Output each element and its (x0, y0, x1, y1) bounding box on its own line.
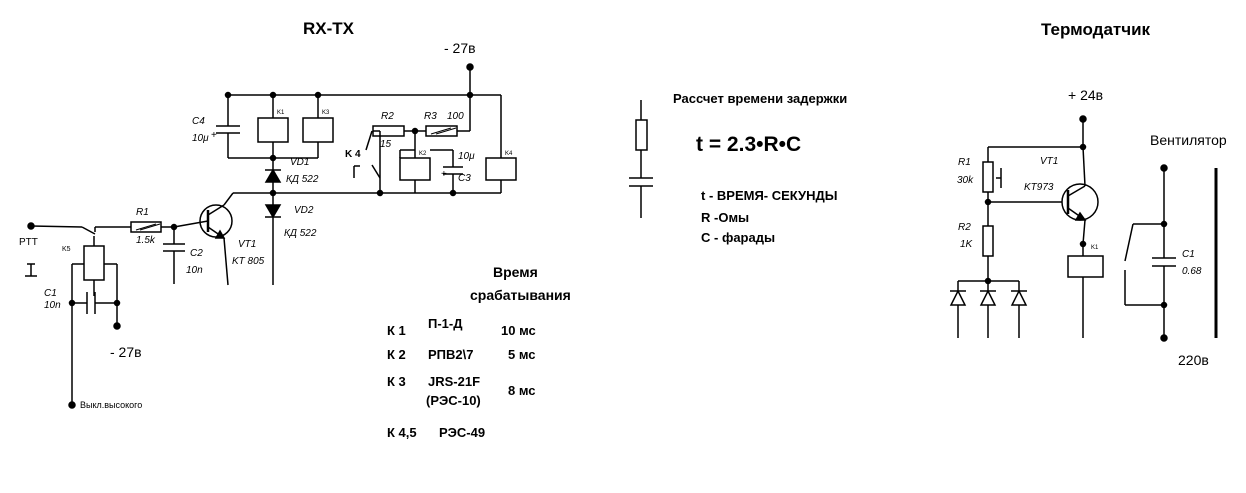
k3-coil (302, 117, 334, 143)
vd2-diode (264, 204, 282, 219)
relay-type: РЭС-49 (439, 425, 486, 440)
supply-minus27-top: - 27в (444, 40, 476, 56)
k5-label: K5 (62, 246, 71, 253)
thermo-r2 (982, 225, 994, 257)
c3-plus: + (441, 169, 447, 180)
thermo-r1-value: 30k (957, 175, 974, 186)
thermo-c1-value: 0.68 (1182, 266, 1202, 277)
k3-label: K3 (322, 110, 330, 116)
thermo-c1-label: C1 (1182, 249, 1195, 260)
thermo-relay-coil (1067, 255, 1104, 278)
c3-value: 10μ (458, 151, 475, 162)
delay-symbols (629, 100, 653, 218)
vd1-label: VD1 (290, 157, 310, 168)
k5-coil (83, 245, 105, 281)
r1-value: 1.5k (136, 235, 155, 246)
c2-label: C2 (190, 248, 203, 259)
formula-legend-t: t - ВРЕМЯ- СЕКУНДЫ (701, 188, 838, 203)
thermo-r1 (982, 161, 994, 193)
formula-legend-r: R -Омы (701, 210, 750, 225)
k1-coil (257, 117, 289, 143)
r2-label: R2 (381, 111, 394, 122)
thermo-relay-label: K1 (1091, 245, 1099, 251)
thermo-r2-label: R2 (958, 222, 971, 233)
formula-legend-c: C - фарады (701, 230, 776, 245)
fan-label: Вентилятор (1150, 132, 1227, 148)
relay-type: РПВ2\7 (428, 347, 474, 362)
relay-name: К 4,5 (387, 425, 417, 440)
thermo-r1-label: R1 (958, 157, 971, 168)
rxtx-title: RX-TX (303, 19, 354, 38)
r1-label: R1 (136, 207, 149, 218)
supply-plus24: + 24в (1068, 87, 1104, 103)
thermo-circuit (949, 115, 1218, 342)
c1-value: 10n (44, 300, 61, 311)
relay-time: 5 мс (508, 347, 536, 362)
vt1-type: KT 805 (232, 256, 265, 267)
relay-name: К 1 (387, 323, 406, 338)
thermo-r2-value: 1K (960, 239, 973, 250)
relay-time: 8 мс (508, 383, 536, 398)
k4-coil-label: K4 (505, 151, 513, 157)
rxtx-circuit (25, 63, 517, 409)
response-title-2: срабатывания (470, 287, 571, 303)
delay-formula: t = 2.3•R•C (696, 133, 802, 156)
supply-220: 220в (1178, 352, 1209, 368)
ptt-label: PTT (19, 237, 38, 248)
k2-label: K2 (419, 151, 427, 157)
off-high-label: Выкл.высокого (80, 400, 143, 410)
relay-name: К 3 (387, 374, 406, 389)
c4-value: 10μ (192, 133, 209, 144)
vd2-type: КД 522 (284, 228, 317, 239)
vt1-label: VT1 (238, 239, 257, 250)
vd1-type: КД 522 (286, 174, 319, 185)
c4-plus: + (211, 130, 217, 141)
c4-label: C4 (192, 116, 205, 127)
r2-value: 15 (380, 139, 392, 150)
relay-type: JRS-21F (428, 374, 481, 389)
k2-coil (399, 157, 431, 181)
c3-label: C3 (458, 173, 471, 184)
thermo-title: Термодатчик (1041, 20, 1151, 39)
k4-coil (485, 157, 517, 181)
c2-value: 10n (186, 265, 203, 276)
thermo-vt1-type: KT973 (1024, 182, 1054, 193)
relay-name: К 2 (387, 347, 406, 362)
c1-label: C1 (44, 288, 57, 299)
delay-title: Рассчет времени задержки (673, 91, 848, 106)
response-title-1: Время (493, 264, 538, 280)
off-high-terminal (68, 401, 76, 409)
thermo-diodes (949, 281, 1028, 338)
supply-minus27-bottom: - 27в (110, 344, 142, 360)
r3-value: 100 (447, 111, 464, 122)
vd1-diode (264, 168, 282, 183)
k1-label: K1 (277, 110, 285, 116)
relay-type-alt: (РЭС-10) (426, 393, 481, 408)
relay-time: 10 мс (501, 323, 536, 338)
thermo-vt1-label: VT1 (1040, 156, 1059, 167)
k4-label: K 4 (345, 149, 361, 160)
vd2-label: VD2 (294, 205, 314, 216)
r3-label: R3 (424, 111, 437, 122)
relay-type: П-1-Д (428, 316, 463, 331)
